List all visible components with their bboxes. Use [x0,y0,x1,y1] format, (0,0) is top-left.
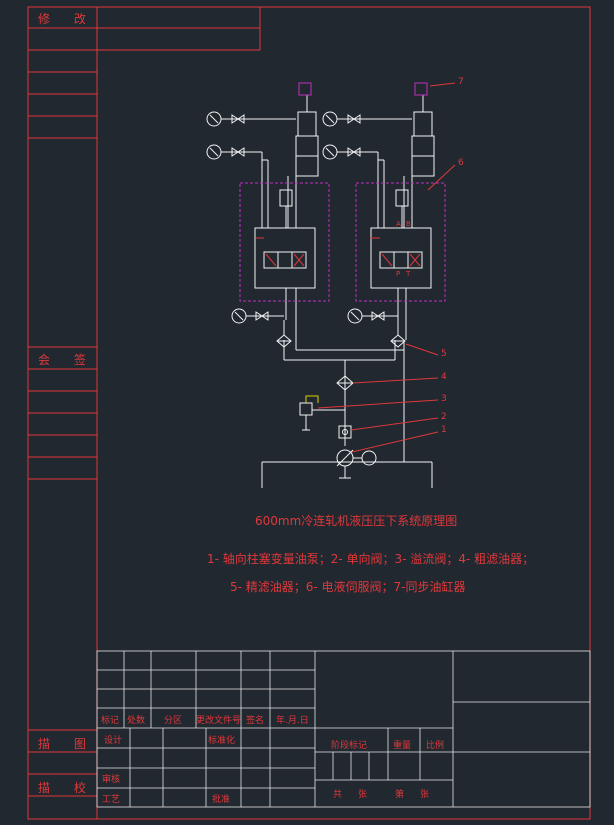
header-date: 年.月.日 [276,716,309,726]
callout-3: 3 [441,394,447,404]
page-label: 第 [395,790,405,800]
title-block-grid [96,650,591,808]
process-label: 工艺 [102,795,121,805]
header-zone: 分区 [164,716,183,726]
sheets-label-1: 张 [358,790,368,800]
header-change-doc: 更改文件号 [196,716,242,726]
traced-check-label: 描 校 [38,781,96,795]
header-mark: 标记 [101,716,120,726]
header-signature: 签名 [246,716,265,726]
valve-mark-b: B [406,220,411,228]
callout-5: 5 [441,349,447,359]
callout-4: 4 [441,372,447,382]
drawn-label: 描 图 [38,737,96,751]
approve-label: 批准 [212,795,231,805]
standardization-label: 标准化 [208,736,236,746]
valve-mark-p: P [396,270,401,278]
review-label: 审核 [102,775,121,785]
callout-7: 7 [458,77,464,87]
valve-mark-t: T [406,270,411,278]
callout-6: 6 [458,158,464,168]
scale-label: 比例 [426,741,445,751]
revision-label: 修 改 [38,12,96,26]
diagram-title: 600mm冷连轧机液压压下系统原理图 [255,514,458,528]
total-label: 共 [333,790,343,800]
sheets-label-2: 张 [420,790,430,800]
design-label: 设计 [104,736,123,746]
weight-label: 重量 [393,741,412,751]
valve-mark-a: A [396,220,401,228]
legend-line-1: 1- 轴向柱塞变量油泵；2- 单向阀；3- 溢流阀；4- 粗滤油器； [207,552,535,566]
stage-mark-label: 阶段标记 [331,741,368,751]
callout-1: 1 [441,425,447,435]
schematic-highlights [239,82,456,453]
legend-line-2: 5- 精滤油器；6- 电液伺服阀；7-同步油缸器 [230,580,466,594]
callout-2: 2 [441,412,447,422]
countersign-label: 会 签 [38,353,96,367]
hydraulic-schematic [206,95,435,488]
header-count: 处数 [127,716,146,726]
